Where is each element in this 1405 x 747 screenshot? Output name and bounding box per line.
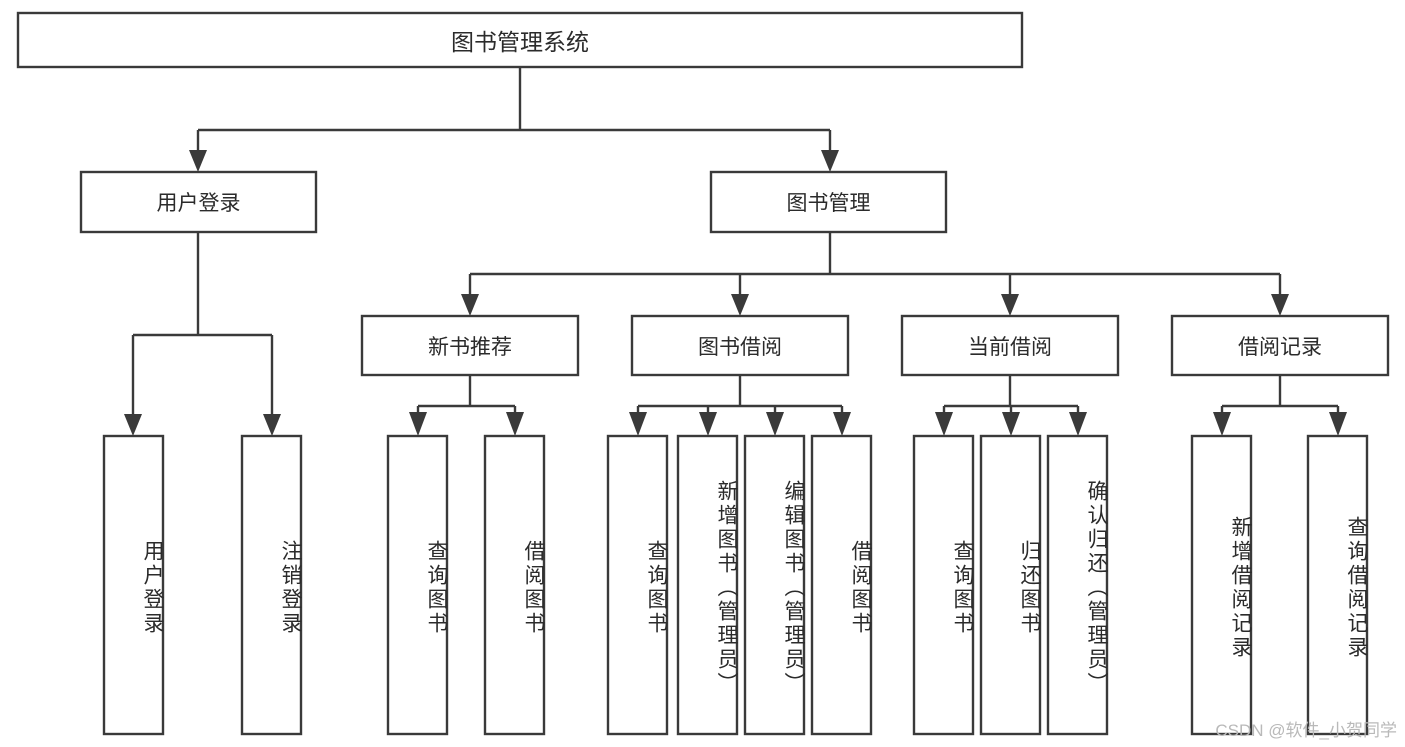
arrow-head-new-book: [461, 294, 479, 316]
csdn-watermark: CSDN @软件_小贺同学: [1215, 721, 1397, 740]
arrow-head-book-mgmt: [821, 150, 839, 172]
arrow-head-bb-leaf1: [629, 412, 647, 436]
node-box-user-login[interactable]: [79, 170, 318, 234]
arrow-head-leaf-user-login: [124, 414, 142, 436]
node-box-leaf-add-record[interactable]: [1190, 434, 1253, 736]
node-box-leaf-query-record[interactable]: [1306, 434, 1369, 736]
arrow-head-leaf-logout: [263, 414, 281, 436]
node-box-leaf-confirm-return[interactable]: [1046, 434, 1109, 736]
arrow-head-br-leaf2: [1329, 412, 1347, 436]
arrow-head-cb-leaf1: [935, 412, 953, 436]
node-box-book-management[interactable]: [709, 170, 948, 234]
arrow-head-br-leaf1: [1213, 412, 1231, 436]
node-box-leaf-user-login[interactable]: [102, 434, 165, 736]
arrow-head-current-borrow: [1001, 294, 1019, 316]
node-box-leaf-borrow-book-2[interactable]: [810, 434, 873, 736]
node-box-root[interactable]: [16, 11, 1024, 69]
node-box-group: [16, 11, 1390, 736]
arrow-head-borrow-record: [1271, 294, 1289, 316]
node-box-leaf-query-book-2[interactable]: [606, 434, 669, 736]
arrow-head-nb-leaf1: [409, 412, 427, 436]
node-box-leaf-return-book[interactable]: [979, 434, 1042, 736]
node-box-leaf-query-book-1[interactable]: [386, 434, 449, 736]
node-box-new-book-recommend[interactable]: [360, 314, 580, 377]
node-box-borrow-record[interactable]: [1170, 314, 1390, 377]
node-box-leaf-edit-book[interactable]: [743, 434, 806, 736]
node-box-current-borrow[interactable]: [900, 314, 1120, 377]
node-box-leaf-borrow-book-1[interactable]: [483, 434, 546, 736]
arrow-head-user-login: [189, 150, 207, 172]
arrow-head-bb-leaf3: [766, 412, 784, 436]
arrow-head-bb-leaf2: [699, 412, 717, 436]
arrow-head-cb-leaf2: [1002, 412, 1020, 436]
arrow-head-bb-leaf4: [833, 412, 851, 436]
node-box-leaf-query-book-3[interactable]: [912, 434, 975, 736]
arrow-head-cb-leaf3: [1069, 412, 1087, 436]
connector-group: [124, 67, 1347, 436]
node-box-leaf-logout[interactable]: [240, 434, 303, 736]
node-box-leaf-add-book[interactable]: [676, 434, 739, 736]
arrow-head-nb-leaf2: [506, 412, 524, 436]
node-box-book-borrow[interactable]: [630, 314, 850, 377]
arrow-head-book-borrow: [731, 294, 749, 316]
